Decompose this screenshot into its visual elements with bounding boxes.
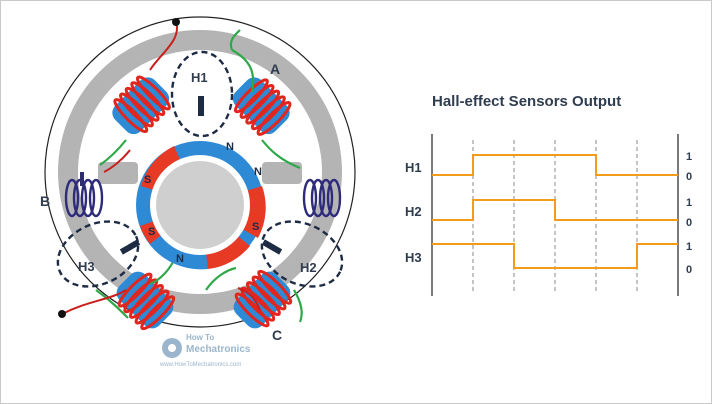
logo-url-text: www.HowToMechatronics.com [159,362,241,368]
logo [162,338,182,358]
pole-label-s-left: S [144,174,151,186]
h1-high-label: 1 [686,151,692,163]
stator-teeth [98,162,302,184]
tooth-b-left [98,162,138,184]
phase-a-label: A [270,61,280,77]
terminal-dot-bottom [58,310,66,318]
signal-traces [432,154,678,269]
pole-label-s-bottom: S [148,226,155,238]
h1-label: H1 [191,70,208,85]
pole-label-s-right: S [252,221,259,233]
red-wires [61,21,261,315]
row-label-h2: H2 [405,204,422,219]
pole-label-n-top: N [226,141,234,153]
signal-h3 [432,243,678,269]
h2-high-label: 1 [686,197,692,209]
signal-h2 [432,199,678,221]
logo-bottom-text: Mechatronics [186,344,251,355]
h3-outline [56,220,140,288]
logo-top-text: How To [186,333,214,342]
row-label-h1: H1 [405,160,422,175]
h1-sensor [198,96,204,116]
phase-c-label: C [272,327,282,343]
coil-a-top-right [232,77,292,136]
phase-b-label: B [40,193,50,209]
h3-label: H3 [78,259,95,274]
h2-outline [260,220,344,288]
h3-low-label: 0 [686,264,692,276]
h2-sensor [261,239,283,255]
h2-label: H2 [300,260,317,275]
chart-title: Hall-effect Sensors Output [432,93,621,110]
tooth-b-right [262,162,302,184]
pole-label-n-bottom: N [176,253,184,265]
coil-c-bottom-left [116,271,176,331]
rotor [136,141,266,270]
coil-b-left [64,172,104,218]
rotor-core [156,161,244,249]
coil-a-top-left [112,75,171,135]
hall-sensor-outlines [56,50,344,288]
h1-outline [170,50,234,138]
terminal-dot-top [172,18,180,26]
h3-sensor [119,239,141,255]
signal-h1 [432,154,678,176]
green-wires [95,29,303,323]
row-label-h3: H3 [405,250,422,265]
h2-low-label: 0 [686,217,692,229]
coil-b-right [302,178,342,218]
coil-c-bottom-right [233,269,293,329]
pole-label-n-right: N [254,166,262,178]
h3-high-label: 1 [686,241,692,253]
h1-low-label: 0 [686,171,692,183]
